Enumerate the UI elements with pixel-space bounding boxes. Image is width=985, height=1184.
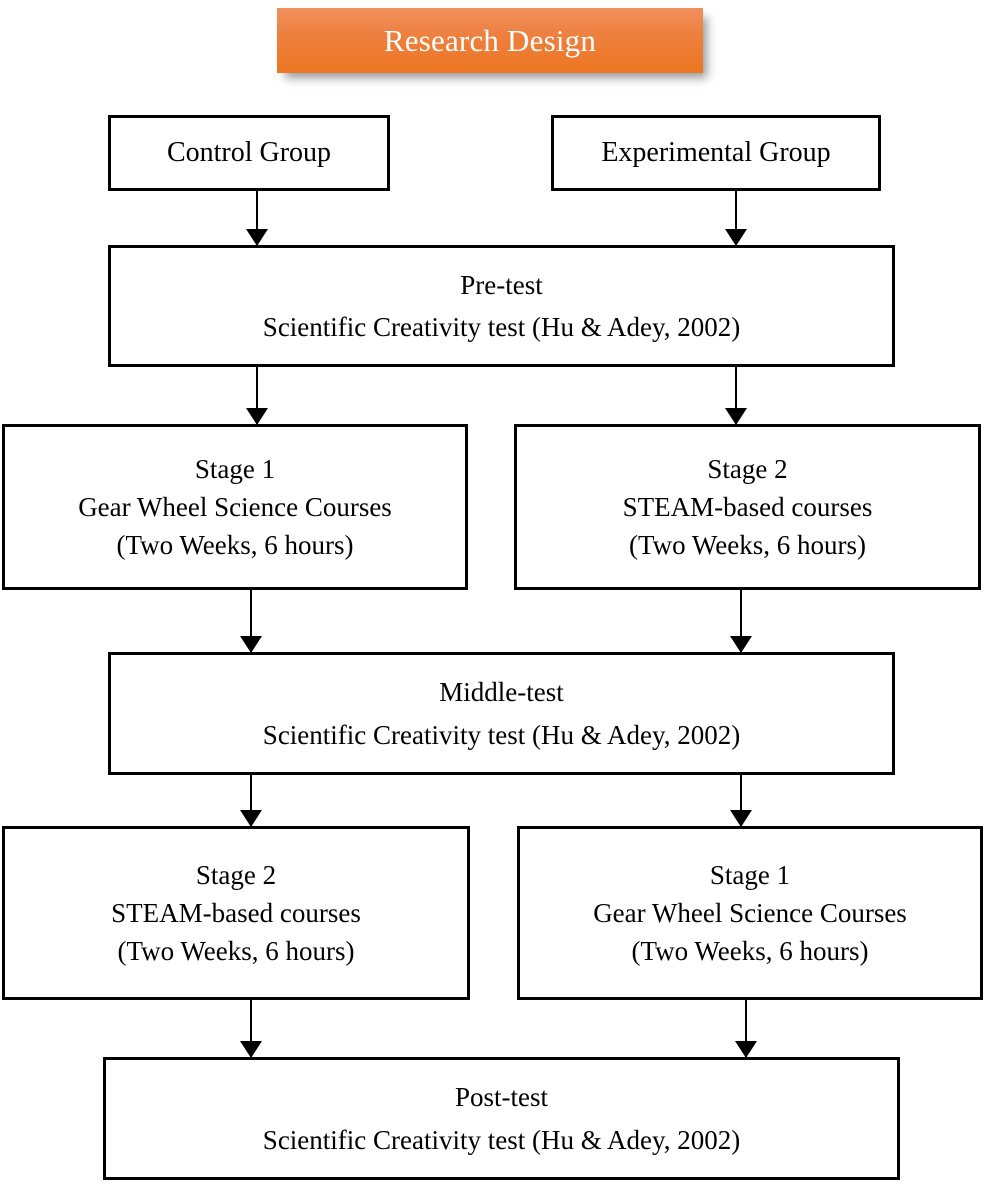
node-stage-1-control: Stage 1 Gear Wheel Science Courses (Two … <box>2 424 468 590</box>
node-middle-test-line-2: Scientific Creativity test (Hu & Adey, 2… <box>262 719 741 750</box>
connector-stage-1-experimental-to-post-test <box>745 1000 747 1057</box>
node-stage-1-control-line-2: Gear Wheel Science Courses <box>78 491 392 522</box>
connector-middle-test-to-stage-2-control <box>250 775 252 826</box>
node-stage-1-experimental-line-2: Gear Wheel Science Courses <box>593 897 907 928</box>
node-pre-test-line-2: Scientific Creativity test (Hu & Adey, 2… <box>262 312 741 342</box>
diagram-title-banner: Research Design <box>277 8 703 73</box>
connector-stage-2-control-to-post-test <box>250 1000 252 1057</box>
node-stage-2-experimental-line-2: STEAM-based courses <box>622 491 873 522</box>
node-control-group-line-1: Control Group <box>166 136 332 168</box>
node-pre-test: Pre-test Scientific Creativity test (Hu … <box>108 245 895 367</box>
node-stage-2-control-line-1: Stage 2 <box>195 859 277 890</box>
connector-experimental-group-to-pre-test <box>735 191 737 245</box>
node-stage-1-experimental-line-1: Stage 1 <box>709 859 791 890</box>
node-experimental-group: Experimental Group <box>551 115 881 191</box>
node-stage-2-experimental: Stage 2 STEAM-based courses (Two Weeks, … <box>514 424 981 590</box>
node-stage-1-experimental-line-3: (Two Weeks, 6 hours) <box>631 936 869 967</box>
node-stage-2-experimental-line-1: Stage 2 <box>707 453 788 484</box>
connector-pre-test-to-stage-2-experimental <box>735 367 737 424</box>
node-post-test-line-2: Scientific Creativity test (Hu & Adey, 2… <box>262 1124 741 1155</box>
node-middle-test: Middle-test Scientific Creativity test (… <box>108 652 895 775</box>
node-stage-2-control-line-2: STEAM-based courses <box>111 897 361 928</box>
connector-middle-test-to-stage-1-experimental <box>740 775 742 826</box>
node-experimental-group-line-1: Experimental Group <box>601 136 831 168</box>
node-control-group: Control Group <box>108 115 390 191</box>
connector-control-group-to-pre-test <box>256 191 258 245</box>
node-stage-2-control-line-3: (Two Weeks, 6 hours) <box>117 936 355 967</box>
node-stage-2-control: Stage 2 STEAM-based courses (Two Weeks, … <box>2 826 470 1000</box>
connector-stage-2-experimental-to-middle-test <box>740 590 742 652</box>
node-stage-2-experimental-line-3: (Two Weeks, 6 hours) <box>629 530 866 561</box>
connector-pre-test-to-stage-1-control <box>256 367 258 424</box>
node-post-test-line-1: Post-test <box>454 1082 548 1112</box>
node-stage-1-control-line-3: (Two Weeks, 6 hours) <box>116 530 354 561</box>
node-pre-test-line-1: Pre-test <box>460 269 543 300</box>
node-middle-test-line-1: Middle-test <box>439 677 564 707</box>
node-stage-1-control-line-1: Stage 1 <box>194 453 276 484</box>
connector-stage-1-control-to-middle-test <box>250 590 252 652</box>
node-stage-1-experimental: Stage 1 Gear Wheel Science Courses (Two … <box>517 826 983 1000</box>
node-post-test: Post-test Scientific Creativity test (Hu… <box>103 1057 900 1180</box>
diagram-title-text: Research Design <box>383 23 597 58</box>
